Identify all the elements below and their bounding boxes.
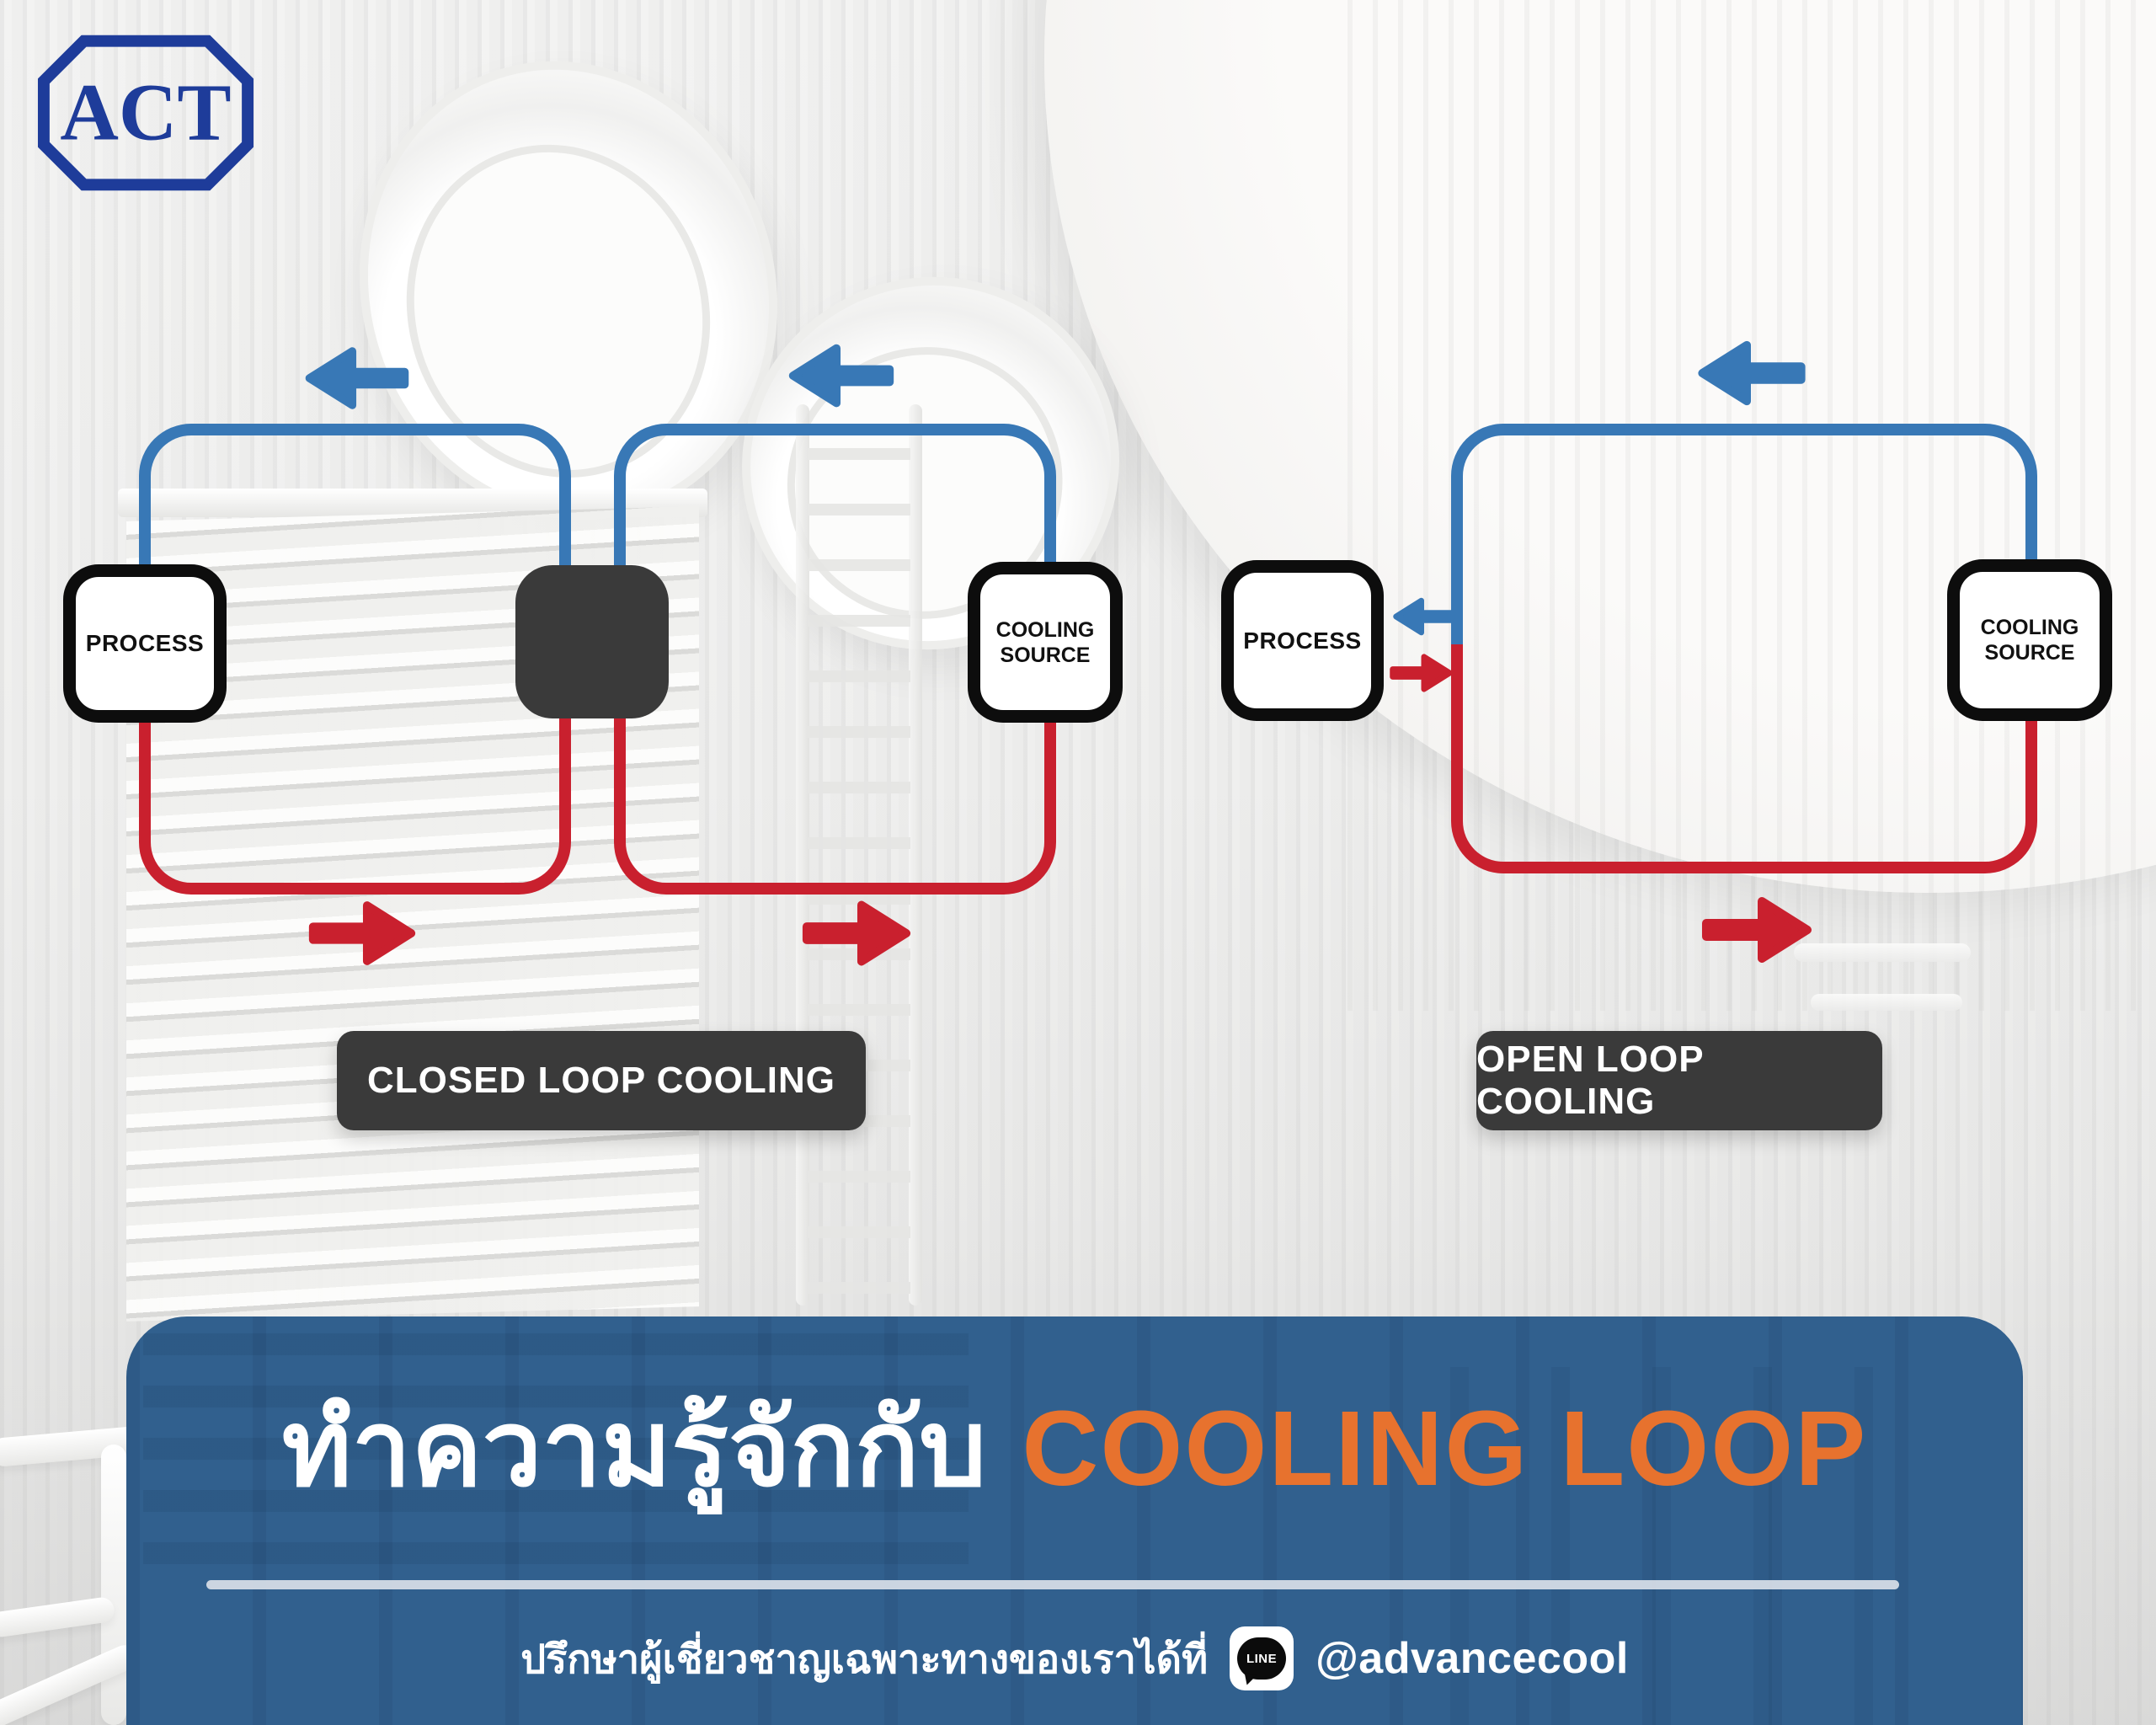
closed-loop-process-box: PROCESS bbox=[63, 564, 227, 723]
line-handle[interactable]: @advancecool bbox=[1315, 1634, 1629, 1683]
banner-heading: ทำความรู้จักกับ COOLING LOOP bbox=[126, 1382, 2023, 1515]
cta-text: ปรึกษาผู้เชี่ยวชาญเฉพาะทางของเราได้ที่ bbox=[520, 1636, 1209, 1681]
background-platform-rail-2 bbox=[1811, 994, 1962, 1011]
closed-loop-title: CLOSED LOOP COOLING bbox=[337, 1031, 866, 1130]
open-loop-process-box: PROCESS bbox=[1221, 560, 1384, 721]
process-label: PROCESS bbox=[85, 630, 205, 656]
banner-photo-overlay-beams bbox=[1450, 1367, 1922, 1725]
banner-divider bbox=[206, 1580, 1899, 1589]
bottom-banner: ทำความรู้จักกับ COOLING LOOP ปรึกษาผู้เชี… bbox=[126, 1316, 2023, 1725]
process-label: PROCESS bbox=[1243, 627, 1362, 654]
heading-thai: ทำความรู้จักกับ bbox=[281, 1389, 987, 1508]
cold-flow-arrow-icon bbox=[783, 339, 899, 413]
line-icon[interactable]: LINE bbox=[1230, 1626, 1294, 1690]
closed-loop-title-text: CLOSED LOOP COOLING bbox=[366, 1060, 835, 1101]
cold-flow-arrow-icon bbox=[302, 341, 413, 415]
banner-photo-overlay-louver bbox=[143, 1333, 969, 1569]
hot-flow-arrow-icon bbox=[1697, 891, 1817, 969]
closed-loop-right-circuit bbox=[614, 424, 1056, 895]
cold-flow-arrow-icon bbox=[1693, 335, 1811, 411]
open-loop-title: OPEN LOOP COOLING bbox=[1476, 1031, 1882, 1130]
closed-loop-cooling-source-box: COOLING SOURCE bbox=[968, 562, 1123, 723]
act-logo-text: ACT bbox=[60, 67, 231, 158]
background-platform-rail bbox=[1794, 943, 1971, 962]
hot-flow-arrow-icon bbox=[798, 895, 915, 972]
cold-inlet-arrow-icon bbox=[1391, 595, 1457, 638]
cooling-source-label: COOLING SOURCE bbox=[995, 617, 1095, 667]
open-loop-cooling-source-box: COOLING SOURCE bbox=[1947, 559, 2112, 721]
hot-outlet-arrow-icon bbox=[1388, 650, 1454, 696]
hot-flow-arrow-icon bbox=[305, 895, 419, 972]
line-bubble-icon: LINE bbox=[1237, 1637, 1287, 1680]
cooling-source-label: COOLING SOURCE bbox=[1980, 616, 2079, 665]
act-logo: ACT bbox=[35, 32, 256, 194]
open-loop-title-text: OPEN LOOP COOLING bbox=[1476, 1039, 1704, 1122]
act-logo-octagon bbox=[37, 35, 254, 191]
cta-row: ปรึกษาผู้เชี่ยวชาญเฉพาะทางของเราได้ที่ L… bbox=[126, 1626, 2023, 1690]
banner-photo-overlay bbox=[126, 1316, 2023, 1725]
heat-exchanger-node bbox=[515, 565, 669, 718]
background-railing-post bbox=[101, 1445, 126, 1725]
line-icon-label: LINE bbox=[1246, 1651, 1278, 1666]
heading-english: COOLING LOOP bbox=[1022, 1389, 1868, 1508]
